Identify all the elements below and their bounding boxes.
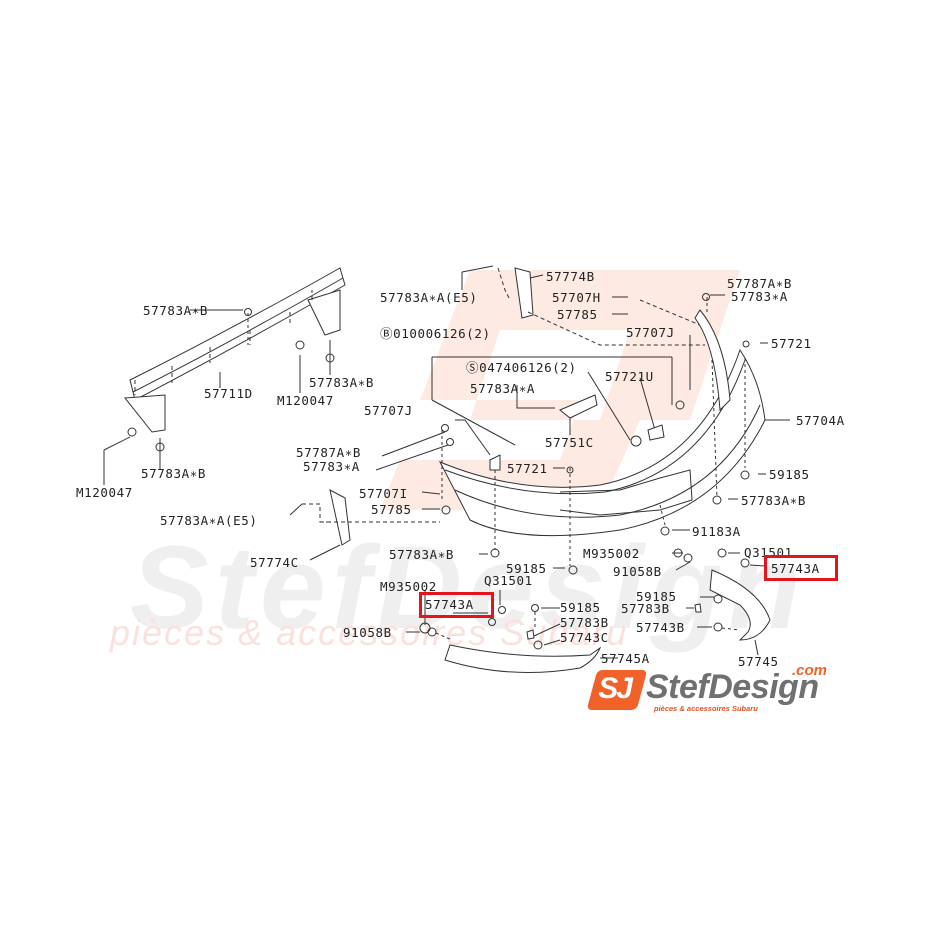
part-label-highlighted: 57743A (771, 561, 820, 576)
part-label: 57783A∗B (141, 466, 207, 481)
part-label: 57751C (545, 435, 594, 450)
sj-logo-icon: SJ (586, 670, 648, 710)
part-label: 57783A∗B (309, 375, 375, 390)
part-label: 57783A∗A (470, 381, 536, 396)
part-label: 91058B (343, 625, 392, 640)
part-label: 57787A∗B (727, 276, 793, 291)
part-label: 59185 (506, 561, 547, 576)
part-label: 57745 (738, 654, 779, 669)
part-label: 57707H (552, 290, 601, 305)
part-label: 59185 (769, 467, 810, 482)
part-label: 57783B (560, 615, 609, 630)
part-label: 57707J (364, 403, 413, 418)
highlight-box-right (764, 555, 838, 581)
part-label: 57783∗A (731, 289, 788, 304)
logo-tld: .com (792, 662, 828, 679)
part-label: Ⓢ047406126(2) (466, 360, 577, 375)
part-label: M120047 (76, 485, 133, 500)
part-label: 57783A∗A(E5) (160, 513, 258, 528)
part-label: 57745A (601, 651, 650, 666)
leader-lines (103, 265, 790, 673)
part-label: M120047 (277, 393, 334, 408)
logo-tagline: pièces & accessoires Subaru (654, 704, 758, 713)
highlight-box-left (419, 592, 494, 618)
part-label: 57783B (621, 601, 670, 616)
part-label: Ⓑ010006126(2) (380, 326, 491, 341)
part-label: 57743C (560, 630, 609, 645)
part-label: 57721 (507, 461, 548, 476)
part-label: 91183A (692, 524, 741, 539)
part-label: M935002 (380, 579, 437, 594)
part-label: 57707I (359, 486, 408, 501)
part-label: 57785 (557, 307, 598, 322)
part-label: 91058B (613, 564, 662, 579)
part-label: 57783A∗B (741, 493, 807, 508)
part-label: 57783A∗B (143, 303, 209, 318)
part-label: M935002 (583, 546, 640, 561)
logo-name: StefDesign (646, 668, 819, 706)
part-label: 57783A∗B (389, 547, 455, 562)
part-label: 57704A (796, 413, 845, 428)
part-label: 57783∗A (303, 459, 360, 474)
part-label: 57721U (605, 369, 654, 384)
part-label-highlighted: 57743A (425, 597, 474, 612)
part-label: 57721 (771, 336, 812, 351)
part-label: Q31501 (484, 573, 533, 588)
part-label: 57707J (626, 325, 675, 340)
part-label: 57783A∗A(E5) (380, 290, 478, 305)
stefdesign-logo: SJ StefDesign .com pièces & accessoires … (586, 662, 842, 716)
part-label: 57785 (371, 502, 412, 517)
part-label: 57774B (546, 269, 595, 284)
part-label: 57774C (250, 555, 299, 570)
part-label: 57743B (636, 620, 685, 635)
part-label: 59185 (560, 600, 601, 615)
part-label: 59185 (636, 589, 677, 604)
part-label: 57711D (204, 386, 253, 401)
part-label: 57787A∗B (296, 445, 362, 460)
